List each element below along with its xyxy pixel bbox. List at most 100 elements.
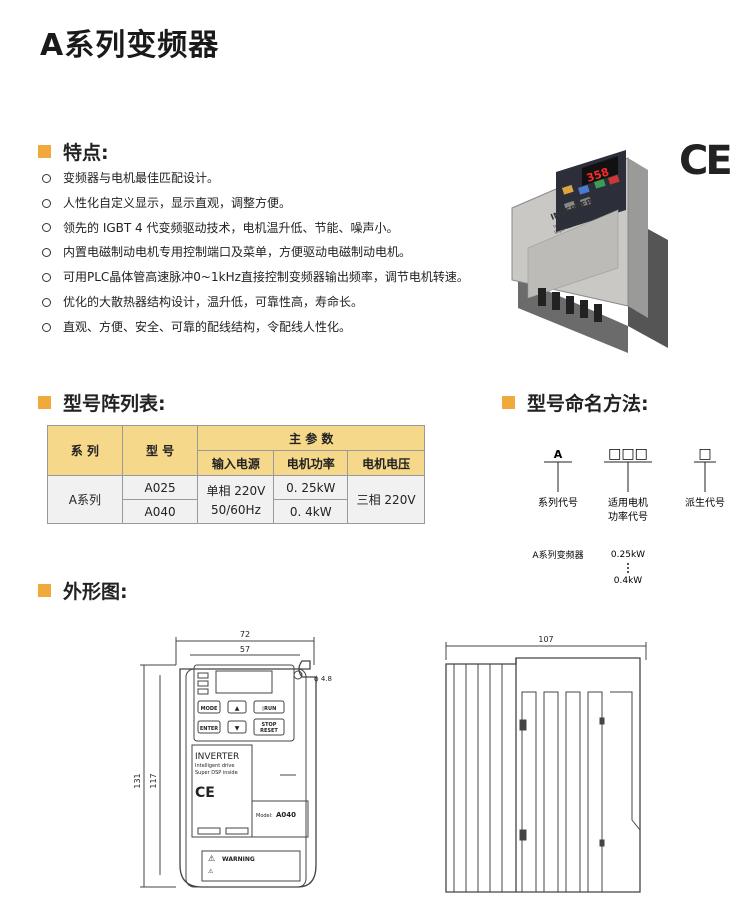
cell-power: 0. 4kW xyxy=(273,499,349,524)
model-table-heading-text: 型号阵列表: xyxy=(63,393,166,415)
clip xyxy=(519,829,527,841)
bullet-icon xyxy=(42,322,51,332)
terminal xyxy=(552,292,560,310)
mode-label: MODE xyxy=(201,706,218,712)
outline-sub2: Super DSP inside xyxy=(195,770,238,776)
feature-item: 优化的大散热器结构设计，温升低，可靠性高，寿命长。 xyxy=(42,290,512,315)
stop-button xyxy=(253,718,285,736)
naming-heading: 型号命名方法: xyxy=(502,389,649,416)
example-power-max: 0.4kW xyxy=(614,576,643,586)
run-label: ◊RUN xyxy=(262,705,277,712)
warning-label xyxy=(201,850,301,882)
side-panel xyxy=(587,691,603,893)
dim-117: 117 xyxy=(149,773,158,788)
feature-item: 内置电磁制动电机专用控制端口及菜单，方便驱动电磁制动电机。 xyxy=(42,240,512,265)
mount-hole xyxy=(293,670,303,680)
label-panel xyxy=(191,744,253,838)
section-marker xyxy=(38,396,51,409)
side-view-drawing: 107 xyxy=(445,635,647,893)
key-enter xyxy=(564,200,576,211)
mode-button xyxy=(197,700,221,714)
label-series: 系列代号 xyxy=(538,496,578,509)
stop-label: STOP xyxy=(262,722,277,728)
code-series: A xyxy=(554,448,563,461)
bullet-icon xyxy=(42,173,51,183)
front-cover xyxy=(527,209,619,299)
model-table: 系 列 型 号 主 参 数 输入电源 电机功率 电机电压 A系列 A025 单相… xyxy=(47,425,425,524)
run-button xyxy=(253,700,285,714)
terminal-cover xyxy=(197,827,221,835)
naming-diagram: A □□□ □ 系列代号 适用电机 功率代号 派生代号 A系列变频器 0.25k… xyxy=(532,446,725,586)
bullet-icon xyxy=(42,297,51,307)
col-input: 输入电源 xyxy=(197,450,275,476)
section-marker xyxy=(502,396,515,409)
col-main: 主 参 数 xyxy=(197,425,425,451)
dim-131: 131 xyxy=(133,773,142,788)
led-indicator xyxy=(197,672,209,679)
enter-label: ENTER xyxy=(200,726,218,732)
features-list: 变频器与电机最佳匹配设计。 人性化自定义显示，显示直观，调整方便。 领先的 IG… xyxy=(42,166,512,340)
led-indicator xyxy=(197,688,209,695)
reset-label: RESET xyxy=(260,728,278,734)
key-down xyxy=(580,196,592,207)
naming-heading-text: 型号命名方法: xyxy=(527,393,649,415)
connector xyxy=(599,839,605,847)
code-power: □□□ xyxy=(608,446,648,462)
bullet-icon xyxy=(42,248,51,258)
model-value: A040 xyxy=(276,811,296,819)
side-panel xyxy=(543,691,559,893)
terminal xyxy=(594,304,602,322)
features-heading-text: 特点: xyxy=(63,142,109,164)
warning-text: WARNING xyxy=(222,856,255,863)
outline-sub1: Intelligent drive xyxy=(195,763,234,769)
bullet-icon xyxy=(42,223,51,233)
label-power-1: 适用电机 xyxy=(608,496,648,509)
col-model: 型 号 xyxy=(121,425,199,476)
label-derive: 派生代号 xyxy=(685,496,725,509)
code-derive: □ xyxy=(698,446,711,462)
ce-mark: CE xyxy=(679,138,733,184)
label-power-2: 功率代号 xyxy=(608,510,648,523)
dim-72: 72 xyxy=(240,630,250,639)
rating-plate xyxy=(251,800,309,838)
feature-item: 可用PLC晶体管高速脉冲0~1kHz直接控制变频器输出频率，调节电机转速。 xyxy=(42,265,512,290)
dim-hole: ϕ 4.8 xyxy=(314,675,332,683)
cell-voltage: 三相 220V xyxy=(347,475,425,524)
key-up xyxy=(578,184,590,195)
up-button xyxy=(227,700,247,714)
model-label: Model: xyxy=(256,813,273,819)
col-series: 系 列 xyxy=(47,425,123,476)
led-indicator xyxy=(197,680,209,687)
outline-label: INVERTER xyxy=(195,752,239,762)
terminal-cover xyxy=(225,827,249,835)
cell-power: 0. 25kW xyxy=(273,475,349,500)
terminal xyxy=(566,296,574,314)
cell-series: A系列 xyxy=(47,475,123,524)
outline-heading: 外形图: xyxy=(38,577,128,604)
front-cover-edge xyxy=(610,691,641,831)
bullet-icon xyxy=(42,198,51,208)
clip xyxy=(519,719,527,731)
feature-item: 人性化自定义显示，显示直观，调整方便。 xyxy=(42,191,512,216)
feature-item: 直观、方便、安全、可靠的配线结构，令配线人性化。 xyxy=(42,315,512,340)
key-stop xyxy=(608,174,620,185)
outline-ce: CE xyxy=(195,785,215,801)
down-button xyxy=(227,720,247,734)
feature-item: 变频器与电机最佳匹配设计。 xyxy=(42,166,512,191)
side-panel xyxy=(565,691,581,893)
dim-57: 57 xyxy=(240,645,250,654)
col-voltage: 电机电压 xyxy=(347,450,425,476)
outline-heading-text: 外形图: xyxy=(63,581,128,603)
warning-icon: ⚠ xyxy=(208,854,215,863)
ellipsis-dot xyxy=(627,563,629,565)
example-power-min: 0.25kW xyxy=(611,550,645,560)
feature-item: 领先的 IGBT 4 代变频驱动技术，电机温升低、节能、噪声小。 xyxy=(42,216,512,241)
display-window xyxy=(215,670,273,694)
cell-model: A040 xyxy=(121,499,199,524)
up-arrow-icon: ▲ xyxy=(235,705,240,712)
col-power: 电机功率 xyxy=(273,450,349,476)
key-mode xyxy=(562,184,574,195)
warning-icon: ⚠ xyxy=(208,868,214,875)
side-panel xyxy=(521,691,537,893)
bullet-icon xyxy=(42,273,51,283)
